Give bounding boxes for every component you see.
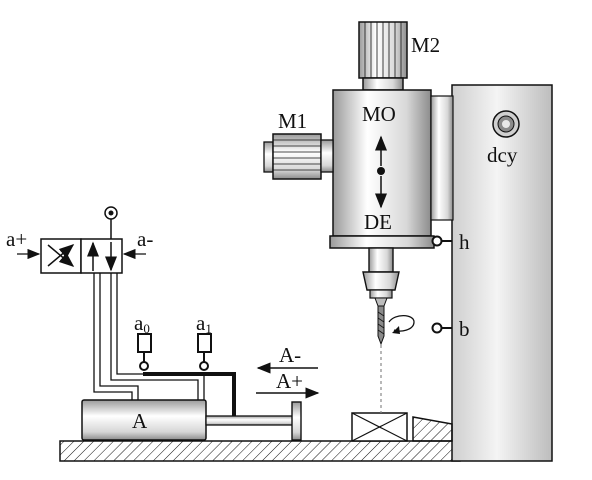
pneumatic-valve (17, 206, 146, 274)
b-label: b (459, 317, 470, 341)
motor-m1 (263, 133, 334, 180)
rotation-arrow-icon (388, 314, 415, 334)
m2-label: M2 (411, 33, 440, 57)
sensor-b (431, 322, 452, 334)
drill-head-housing (329, 89, 454, 249)
h-label: h (459, 230, 470, 254)
a1-label: a1 (196, 311, 212, 336)
motor-m2 (358, 21, 408, 91)
a-extend-label: A+ (276, 369, 303, 393)
machine-column (451, 84, 553, 462)
spindle-chuck (362, 247, 400, 307)
a0-label: a0 (134, 311, 150, 336)
drill-bit (377, 305, 385, 346)
sensor-a0 (137, 333, 152, 371)
motion-arrows (256, 362, 320, 399)
sensor-link-rod (143, 372, 236, 416)
de-label: DE (364, 210, 392, 234)
sensor-h (431, 235, 452, 247)
workpiece-support (351, 412, 453, 442)
cylinder-a-label: A (132, 409, 148, 433)
mo-label: MO (362, 102, 396, 126)
base-plate (59, 440, 461, 462)
m1-label: M1 (278, 109, 307, 133)
cylinder-a (81, 399, 302, 441)
sensor-a1 (197, 333, 212, 371)
dcy-label: dcy (487, 143, 518, 167)
a-plus-label: a+ (6, 227, 27, 251)
head-travel-arrow (375, 135, 387, 209)
a-retract-label: A- (279, 343, 301, 367)
a-minus-label: a- (137, 227, 153, 251)
